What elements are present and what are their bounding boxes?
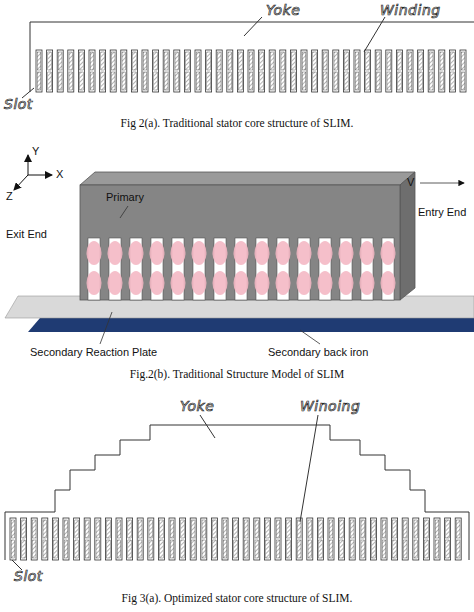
part-label: Primary <box>106 191 144 203</box>
part-label: Secondary Reaction Plate <box>30 346 157 358</box>
secondary <box>5 296 474 332</box>
slot-row <box>36 50 466 92</box>
primary-slots <box>87 238 396 300</box>
primary-block: Primary <box>80 185 400 300</box>
part-label: Slot <box>4 96 33 112</box>
axis-label: Y <box>32 145 39 157</box>
axis-label: X <box>56 168 63 180</box>
figure-caption: Fig 3(a). Optimized stator core structur… <box>0 592 474 604</box>
slot-row <box>10 518 461 560</box>
part-label: Secondary back iron <box>268 346 368 358</box>
primary-block <box>80 172 415 300</box>
velocity-label: V <box>407 176 414 188</box>
part-label: Slot <box>14 568 43 584</box>
figure-caption: Fig.2(b). Traditional Structure Model of… <box>0 368 474 380</box>
leaders-2b <box>100 183 464 344</box>
axes <box>14 155 52 190</box>
figure-caption: Fig 2(a). Traditional stator core struct… <box>0 117 474 129</box>
stator-core-3a <box>5 415 469 570</box>
part-label: Winoing <box>300 398 360 414</box>
part-label: Yoke <box>266 2 300 18</box>
part-label: Entry End <box>418 206 466 218</box>
part-label: Exit End <box>6 228 47 240</box>
stator-core-2a <box>22 17 474 98</box>
axis-label: Z <box>6 190 13 202</box>
part-label: Winding <box>380 2 441 18</box>
part-label: Yoke <box>180 398 214 414</box>
